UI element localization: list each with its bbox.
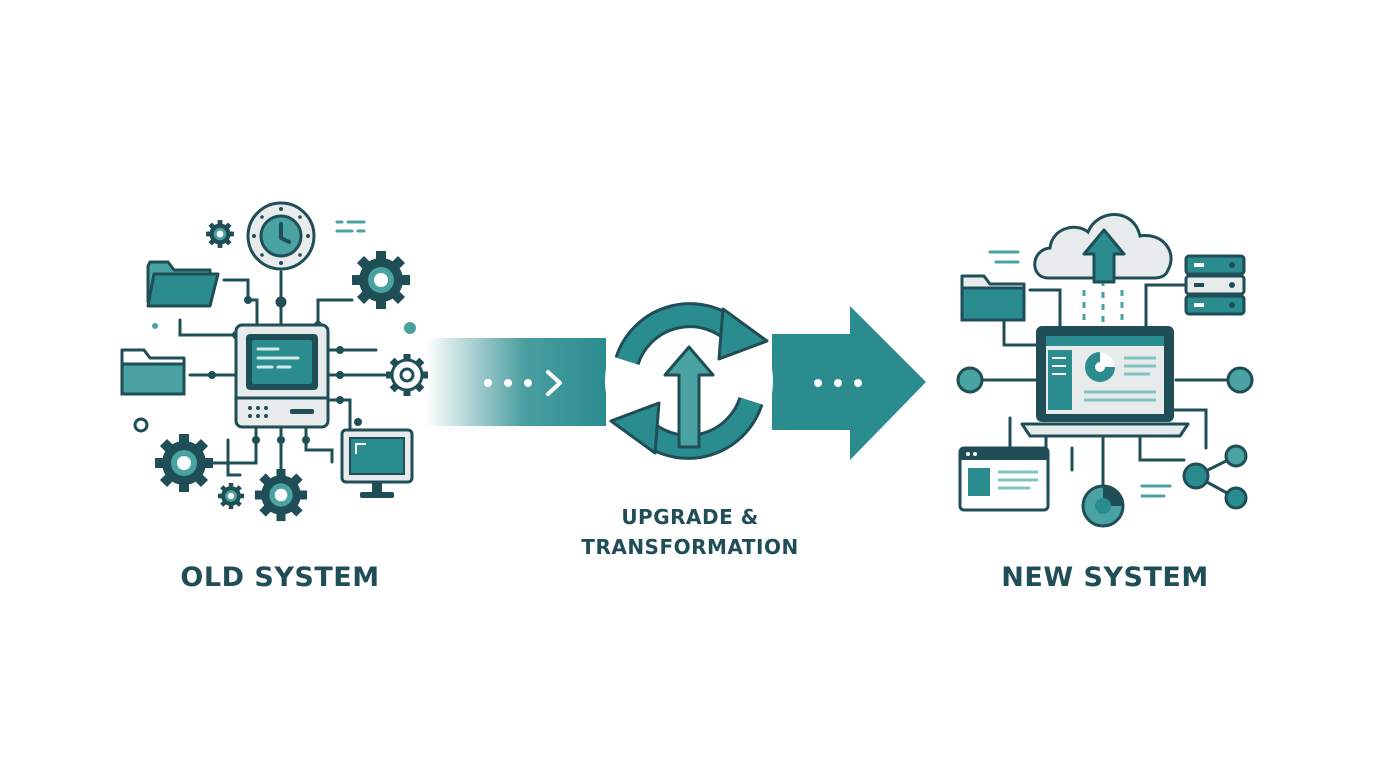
folder-icon [120,348,186,396]
transition-label-line2: TRANSFORMATION [581,535,799,559]
folder-icon [146,260,220,308]
refresh-arrows-icon [605,297,773,465]
new-system-cluster [956,213,1254,528]
pie-chart-icon [1081,484,1125,528]
old-system-label: OLD SYSTEM [180,562,380,593]
gear-icon [155,434,213,492]
cloud-upload-icon [1033,213,1173,284]
gear-icon [217,482,245,510]
transition-label: UPGRADE & TRANSFORMATION [540,502,840,562]
old-system-cluster [120,201,430,522]
gear-icon [254,468,308,522]
gear-icon [206,220,234,248]
new-system-label: NEW SYSTEM [1001,562,1209,593]
browser-window-icon [958,446,1050,512]
clock-icon [246,201,316,271]
share-nodes-icon [1182,444,1248,510]
transition-label-line1: UPGRADE & [621,505,759,529]
decorative-marks [133,220,416,433]
laptop-dashboard-icon [1020,326,1190,438]
gear-icon [352,251,410,309]
transition-arrow [426,306,926,460]
gear-icon [384,352,430,398]
folder-icon [960,274,1026,322]
legacy-computer-icon [234,323,330,429]
server-icon [1184,254,1246,316]
monitor-icon [340,428,414,498]
node-circle [956,366,984,394]
node-circle [1226,366,1254,394]
